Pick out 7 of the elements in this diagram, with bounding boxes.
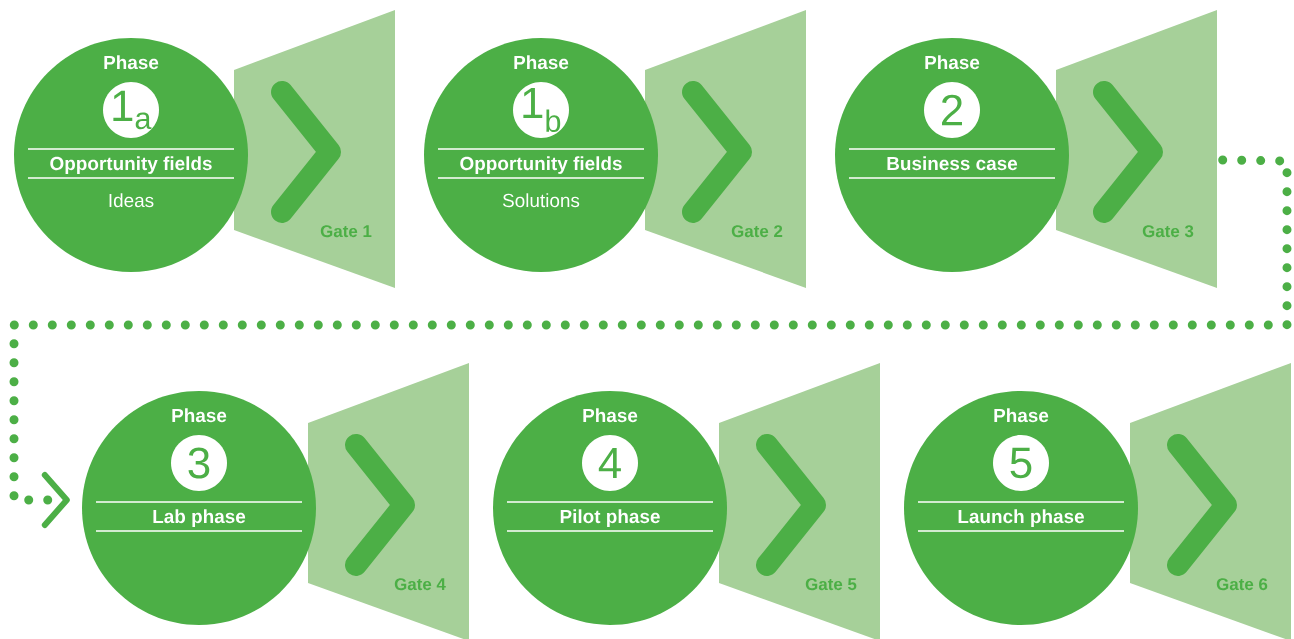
gate-trapezoid: Gate 2	[645, 10, 806, 288]
gate-trapezoid: Gate 1	[234, 10, 395, 288]
gate-trapezoid: Gate 3	[1056, 10, 1217, 288]
gate-trapezoid: Gate 4	[308, 363, 469, 639]
dotted-arrow	[9, 155, 1292, 528]
gate-trapezoid: Gate 5	[719, 363, 880, 639]
gate-trapezoid: Gate 6	[1130, 363, 1291, 639]
